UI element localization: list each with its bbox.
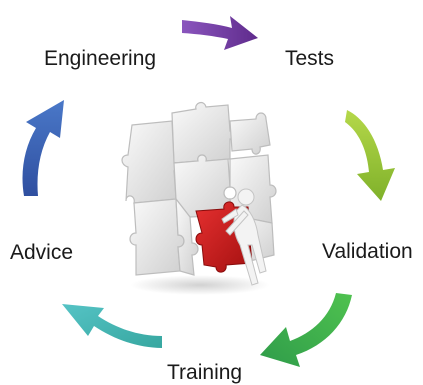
arrow-tests-to-validation-icon bbox=[345, 110, 395, 201]
step-tests-label: Tests bbox=[285, 47, 335, 70]
step-engineering-label: Engineering bbox=[44, 47, 157, 70]
arrow-advice-to-engineering-icon bbox=[22, 100, 64, 196]
step-training-label: Training bbox=[167, 361, 243, 384]
arrow-training-to-advice-icon bbox=[62, 304, 162, 348]
puzzle-wall-with-figure-icon bbox=[121, 101, 277, 295]
arrow-engineering-to-tests-icon bbox=[182, 16, 258, 50]
arrow-validation-to-training-icon bbox=[260, 293, 352, 367]
step-advice-label: Advice bbox=[10, 241, 74, 264]
step-validation-label: Validation bbox=[322, 240, 413, 263]
